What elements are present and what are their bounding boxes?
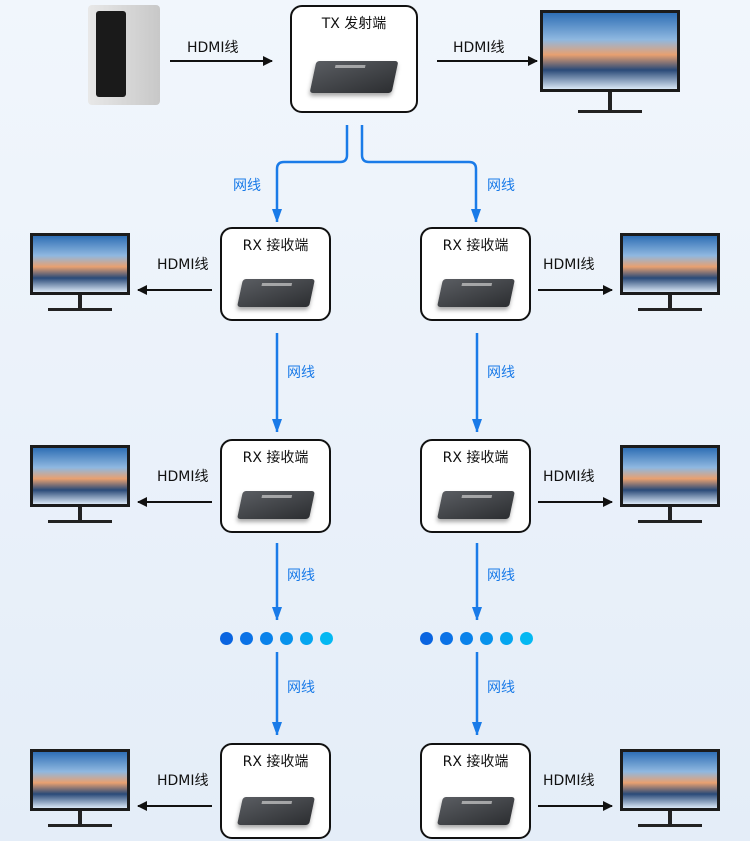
rx-box: RX 接收端 [420, 439, 531, 533]
hdmi-label: HDMI线 [543, 773, 595, 789]
monitor-icon [540, 10, 680, 115]
rx-title: RX 接收端 [442, 450, 509, 466]
continuation-dot [280, 632, 293, 645]
continuation-dot [500, 632, 513, 645]
hdmi-label: HDMI线 [543, 257, 595, 273]
hdmi-label: HDMI线 [453, 40, 505, 56]
continuation-dot [520, 632, 533, 645]
tx-box: TX 发射端 [290, 5, 418, 113]
rx-box: RX 接收端 [420, 743, 531, 839]
net-label: 网线 [287, 680, 315, 696]
continuation-dot [320, 632, 333, 645]
continuation-dot [240, 632, 253, 645]
hdmi-label: HDMI线 [187, 40, 239, 56]
hdmi-extender-icon [436, 279, 515, 307]
desktop-pc-icon [88, 5, 160, 105]
monitor-icon [30, 445, 130, 525]
rx-box: RX 接收端 [220, 227, 331, 321]
monitor-icon [620, 749, 720, 829]
rx-title: RX 接收端 [242, 450, 309, 466]
monitor-icon [620, 445, 720, 525]
continuation-dot [260, 632, 273, 645]
net-label: 网线 [487, 178, 515, 194]
continuation-dot [480, 632, 493, 645]
rx-box: RX 接收端 [220, 439, 331, 533]
monitor-icon [30, 233, 130, 313]
monitor-icon [620, 233, 720, 313]
hdmi-extender-icon [236, 279, 315, 307]
tx-title: TX 发射端 [321, 16, 387, 32]
rx-box: RX 接收端 [420, 227, 531, 321]
monitor-icon [30, 749, 130, 829]
net-label: 网线 [487, 568, 515, 584]
continuation-dot [220, 632, 233, 645]
continuation-dot [300, 632, 313, 645]
hdmi-label: HDMI线 [157, 469, 209, 485]
rx-title: RX 接收端 [442, 754, 509, 770]
rx-title: RX 接收端 [442, 238, 509, 254]
net-label: 网线 [233, 178, 261, 194]
rx-title: RX 接收端 [242, 238, 309, 254]
net-label: 网线 [287, 365, 315, 381]
continuation-dot [420, 632, 433, 645]
net-label: 网线 [487, 365, 515, 381]
net-arrow [277, 125, 349, 222]
hdmi-extender-icon [436, 491, 515, 519]
continuation-dot [440, 632, 453, 645]
rx-box: RX 接收端 [220, 743, 331, 839]
hdmi-extender-icon [236, 797, 315, 825]
net-label: 网线 [287, 568, 315, 584]
rx-title: RX 接收端 [242, 754, 309, 770]
continuation-dot [460, 632, 473, 645]
hdmi-label: HDMI线 [157, 773, 209, 789]
net-arrow [360, 125, 476, 222]
net-label: 网线 [487, 680, 515, 696]
hdmi-label: HDMI线 [543, 469, 595, 485]
hdmi-label: HDMI线 [157, 257, 209, 273]
hdmi-extender-icon [236, 491, 315, 519]
hdmi-extender-icon [436, 797, 515, 825]
